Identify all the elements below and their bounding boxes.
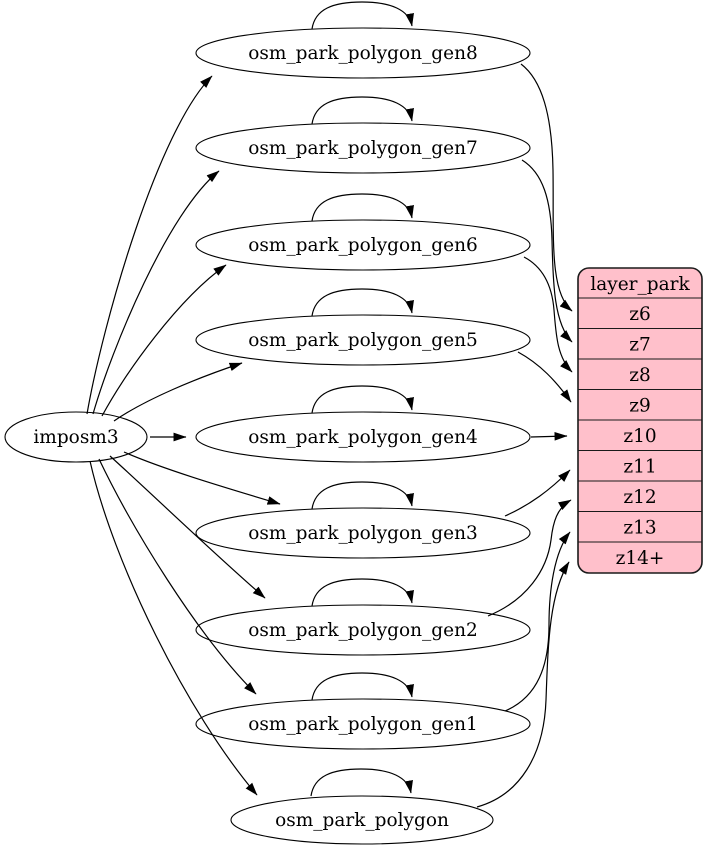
self-loop-gen8 [311, 1, 414, 30]
node-osm_park_polygon_gen4: osm_park_polygon_gen4 [195, 411, 531, 463]
edge-osm_park_polygon-z14plus [476, 561, 570, 808]
row-z12: z12 [623, 487, 656, 508]
gen7-label: osm_park_polygon_gen7 [248, 138, 478, 159]
gen5-label: osm_park_polygon_gen5 [248, 330, 478, 351]
edge-gen4-z10 [530, 432, 568, 441]
edge-gen6-z8 [523, 256, 573, 373]
self-loop-gen3 [311, 481, 414, 510]
edge-imposm3-gen6 [101, 264, 227, 417]
edge-gen5-z9 [517, 351, 572, 403]
edge-gen2-z12 [487, 499, 572, 617]
node-osm_park_polygon_gen1: osm_park_polygon_gen1 [195, 698, 531, 750]
edge-imposm3-gen5 [113, 362, 243, 422]
self-loop-gen5 [311, 288, 414, 317]
self-loop-gen6 [311, 193, 414, 222]
edge-gen8-z6 [520, 63, 573, 312]
edges-from-imposm3 [86, 75, 281, 796]
edge-imposm3-osm_park_polygon [89, 460, 258, 796]
self-loop-osm_park_polygon [310, 768, 413, 797]
self-loop-gen1 [311, 672, 414, 701]
gen2-label: osm_park_polygon_gen2 [248, 620, 478, 641]
gen6-label: osm_park_polygon_gen6 [248, 235, 478, 256]
gen8-ellipse [195, 27, 531, 79]
gen7-ellipse [195, 122, 531, 174]
row-z10: z10 [623, 426, 656, 447]
edge-gen7-z7 [521, 159, 573, 343]
row-z7: z7 [629, 335, 651, 356]
self-loop-gen7 [311, 96, 414, 125]
gen3-ellipse [195, 507, 531, 559]
osm_park_polygon-ellipse [230, 795, 494, 845]
edge-imposm3-gen2 [109, 455, 266, 599]
node-osm_park_polygon_gen8: osm_park_polygon_gen8 [195, 27, 531, 79]
gen4-ellipse [195, 411, 531, 463]
node-osm_park_polygon_gen6: osm_park_polygon_gen6 [195, 219, 531, 271]
gen6-ellipse [195, 219, 531, 271]
gen4-label: osm_park_polygon_gen4 [248, 427, 478, 448]
edges-to-layer_park [476, 63, 573, 808]
row-z6: z6 [629, 304, 651, 325]
edge-imposm3-gen3 [123, 451, 281, 505]
self-loops [310, 1, 414, 797]
self-loop-gen4 [311, 385, 414, 414]
osm_park_polygon-label: osm_park_polygon [275, 810, 449, 831]
row-z9: z9 [629, 396, 651, 417]
row-z13: z13 [623, 518, 656, 539]
edge-gen1-z13 [504, 531, 571, 712]
gen1-label: osm_park_polygon_gen1 [248, 714, 478, 735]
edge-imposm3-gen7 [92, 170, 220, 415]
table-layer_park: layer_park z6 z7 z8 z9 z10 z11 z12 z13 z… [577, 267, 703, 574]
gen2-ellipse [195, 604, 531, 656]
node-osm_park_polygon_gen7: osm_park_polygon_gen7 [195, 122, 531, 174]
imposm3-ellipse [4, 411, 148, 463]
row-z11: z11 [623, 457, 656, 478]
imposm3-label: imposm3 [33, 427, 118, 448]
node-osm_park_polygon_gen2: osm_park_polygon_gen2 [195, 604, 531, 656]
node-imposm3: imposm3 [4, 411, 148, 463]
gen8-label: osm_park_polygon_gen8 [248, 43, 478, 64]
gen1-ellipse [195, 698, 531, 750]
gen5-ellipse [195, 314, 531, 366]
layer_park-header: layer_park [590, 274, 690, 295]
row-z8: z8 [629, 365, 651, 386]
row-z14plus: z14+ [616, 548, 665, 569]
node-osm_park_polygon_gen3: osm_park_polygon_gen3 [195, 507, 531, 559]
edge-imposm3-gen1 [98, 458, 257, 695]
node-osm_park_polygon_gen5: osm_park_polygon_gen5 [195, 314, 531, 366]
edge-imposm3-gen8 [86, 75, 213, 415]
self-loop-gen2 [311, 578, 414, 607]
edge-gen3-z11 [504, 469, 571, 517]
gen3-label: osm_park_polygon_gen3 [248, 523, 478, 544]
node-osm_park_polygon: osm_park_polygon [230, 795, 494, 845]
